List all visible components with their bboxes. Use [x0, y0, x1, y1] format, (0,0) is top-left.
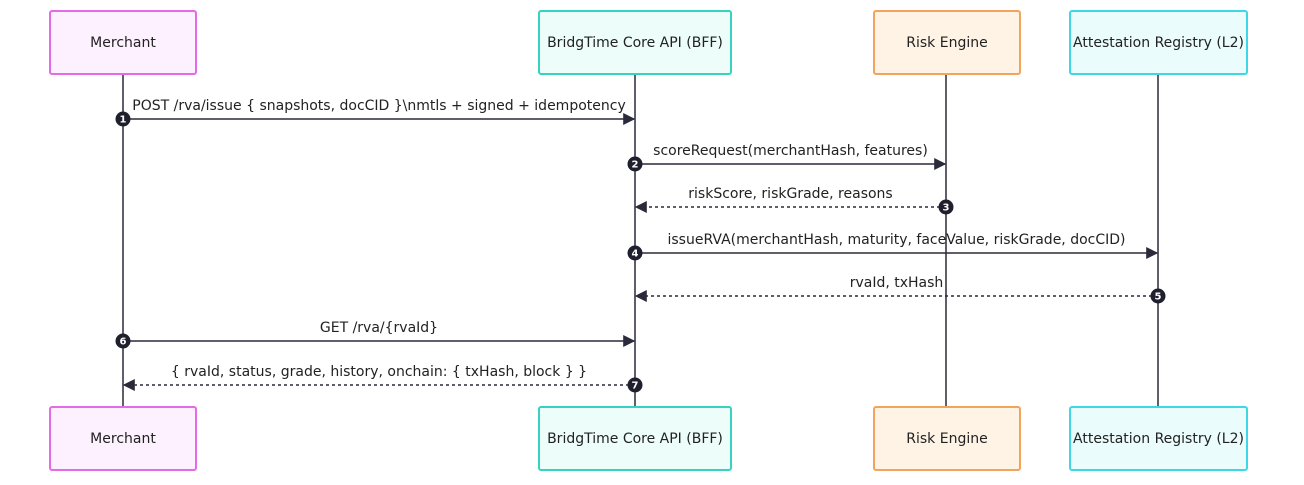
actor-box-merchant-bottom: Merchant [49, 406, 197, 471]
sequence-number: 5 [1155, 292, 1162, 303]
sequence-number: 6 [120, 337, 127, 348]
sequence-number: 1 [120, 115, 127, 126]
sequence-number-badge [938, 199, 954, 215]
message-label: issueRVA(merchantHash, maturity, faceVal… [667, 232, 1125, 248]
sequence-number-badge [627, 245, 643, 261]
actor-box-risk-engine-top: Risk Engine [873, 10, 1021, 75]
actor-box-registry-top: Attestation Registry (L2) [1069, 10, 1248, 75]
sequence-number-badge [115, 111, 131, 127]
message-label: POST /rva/issue { snapshots, docCID }\nm… [132, 98, 625, 114]
actor-box-risk-engine-bottom: Risk Engine [873, 406, 1021, 471]
actor-label: Merchant [90, 430, 156, 447]
actor-label: Risk Engine [906, 34, 988, 51]
actor-label: BridgTime Core API (BFF) [547, 430, 723, 447]
message-label: rvaId, txHash [850, 275, 944, 291]
sequence-number: 4 [632, 249, 639, 260]
message-label: GET /rva/{rvaId} [320, 320, 438, 336]
actor-label: Risk Engine [906, 430, 988, 447]
actor-box-registry-bottom: Attestation Registry (L2) [1069, 406, 1248, 471]
message-label: riskScore, riskGrade, reasons [688, 186, 892, 202]
sequence-number: 7 [632, 381, 639, 392]
message-label: { rvaId, status, grade, history, onchain… [171, 364, 587, 380]
sequence-number-badge [627, 156, 643, 172]
sequence-number-badge [1150, 288, 1166, 304]
sequence-number-badge [627, 377, 643, 393]
actor-label: Attestation Registry (L2) [1073, 34, 1244, 51]
sequence-number: 3 [943, 203, 950, 214]
sequence-number: 2 [632, 160, 639, 171]
actor-box-bff-bottom: BridgTime Core API (BFF) [538, 406, 732, 471]
actor-box-merchant-top: Merchant [49, 10, 197, 75]
actor-label: Merchant [90, 34, 156, 51]
actor-box-bff-top: BridgTime Core API (BFF) [538, 10, 732, 75]
sequence-number-badge [115, 333, 131, 349]
message-label: scoreRequest(merchantHash, features) [653, 143, 928, 159]
actor-label: BridgTime Core API (BFF) [547, 34, 723, 51]
actor-label: Attestation Registry (L2) [1073, 430, 1244, 447]
